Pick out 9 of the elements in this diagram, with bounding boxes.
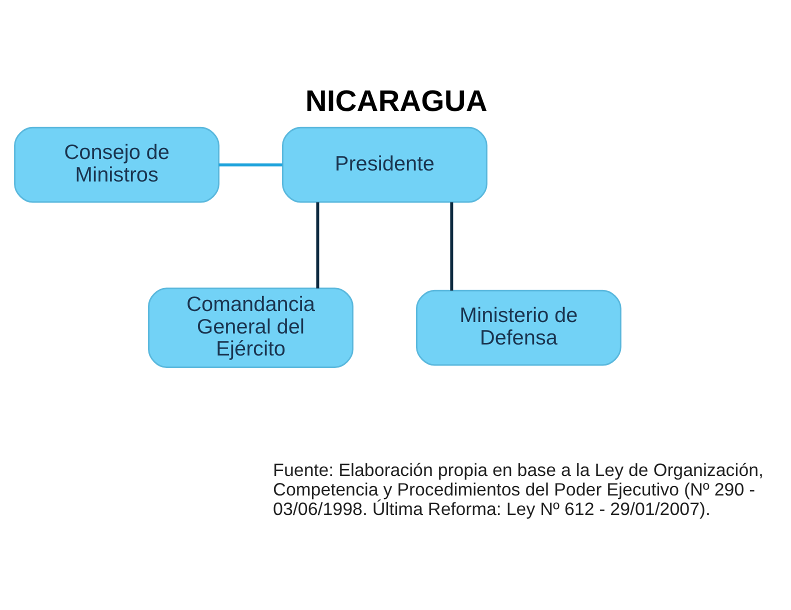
- node-box: Ministerio de Defensa: [416, 289, 622, 366]
- diagram-title: NICARAGUA: [305, 84, 488, 118]
- caption: Fuente: Elaboración propia en base a la Ley de Organización, Competencia y Procedimientos del Poder Ejecutivo (Nº 290 - 03/06/1998. Última Reforma: Ley Nº 612 - 29/01/2007).: [273, 460, 764, 518]
- node-box: Consejo de Ministros: [14, 126, 220, 202]
- connector: [316, 202, 320, 288]
- connector: [450, 202, 454, 290]
- node-box: Presidente: [282, 126, 488, 202]
- node-box: Comandancia General del Ejército: [148, 287, 354, 368]
- connector: [218, 162, 282, 166]
